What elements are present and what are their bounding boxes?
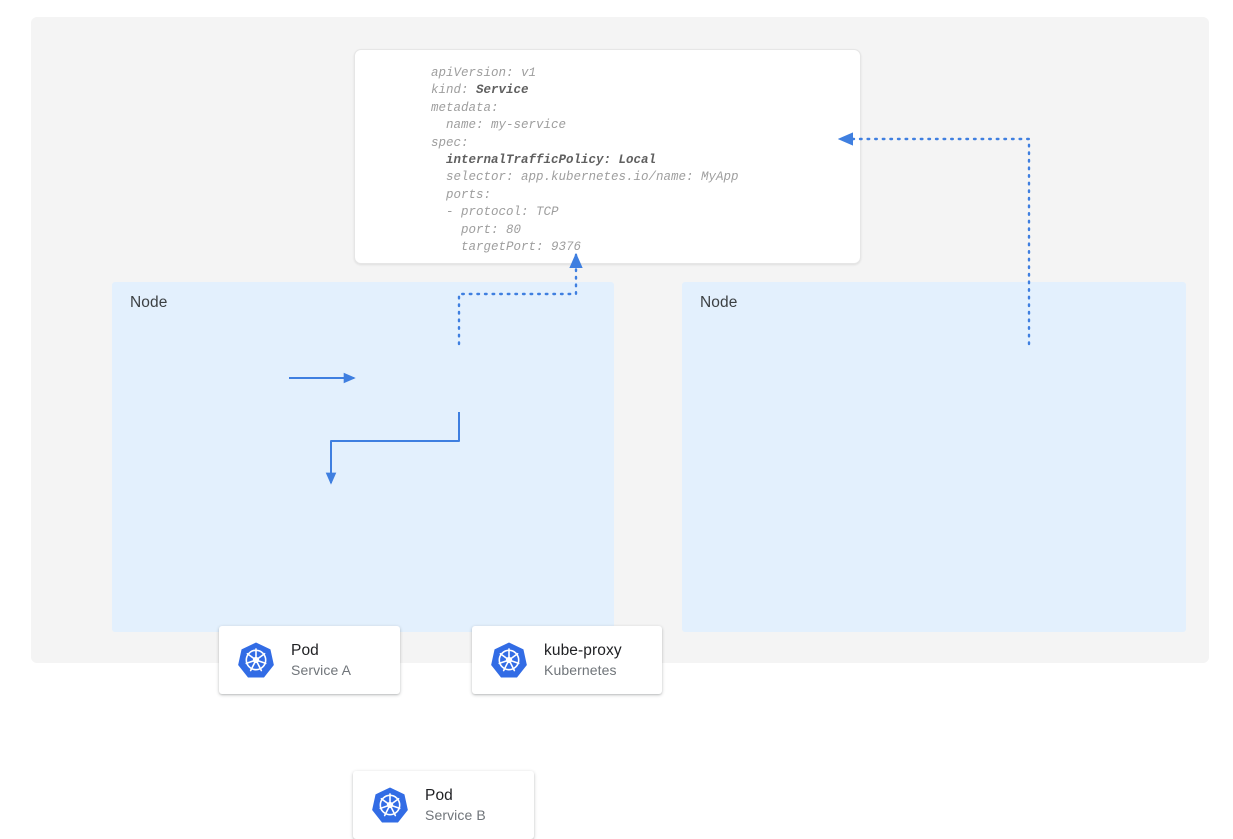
node-left: Node Pod Service A — [112, 282, 662, 839]
service-spec-line: metadata: — [431, 100, 499, 115]
service-spec-line: selector: app.kubernetes.io/name: MyApp — [431, 170, 739, 185]
service-spec-line: targetPort: 9376 — [431, 240, 582, 255]
node-right-label: Node — [700, 294, 738, 311]
service-spec-line: - protocol: TCP — [431, 205, 559, 220]
card-pod-service-b-left[interactable]: Pod Service B — [353, 771, 534, 839]
card-subtitle: Service A — [291, 661, 352, 678]
node-right: Node Pod Service B — [682, 282, 1186, 632]
service-spec-line: apiVersion: v1 — [431, 66, 537, 80]
service-spec-line: port: 80 — [431, 222, 522, 237]
kubernetes-icon — [491, 642, 527, 678]
card-text: Pod Service B — [425, 786, 486, 825]
service-spec-line: ports: — [431, 187, 492, 202]
card-text: kube-proxy Kubernetes — [544, 641, 622, 680]
card-subtitle: Kubernetes — [544, 661, 617, 678]
service-spec-code: apiVersion: v1 kind: Service metadata: nam… — [431, 65, 739, 256]
card-title: Pod — [425, 786, 453, 804]
kubernetes-icon — [372, 787, 408, 823]
diagram-canvas: apiVersion: v1 kind: Service metadata: nam… — [31, 17, 1209, 839]
node-left-label: Node — [130, 294, 168, 311]
card-text: Pod Service A — [291, 641, 351, 680]
card-title: kube-proxy — [544, 641, 622, 659]
service-spec-line: name: my-service — [431, 118, 567, 133]
service-spec-card: apiVersion: v1 kind: Service metadata: nam… — [354, 49, 861, 264]
service-spec-line: kind: Service — [431, 83, 529, 98]
service-spec-line: spec: — [431, 135, 469, 150]
service-spec-line: internalTrafficPolicy: Local — [431, 153, 657, 168]
kubernetes-icon — [238, 642, 274, 678]
card-subtitle: Service B — [425, 806, 486, 823]
card-pod-service-a[interactable]: Pod Service A — [219, 626, 400, 694]
card-kube-proxy-left[interactable]: kube-proxy Kubernetes — [472, 626, 662, 694]
card-title: Pod — [291, 641, 319, 659]
